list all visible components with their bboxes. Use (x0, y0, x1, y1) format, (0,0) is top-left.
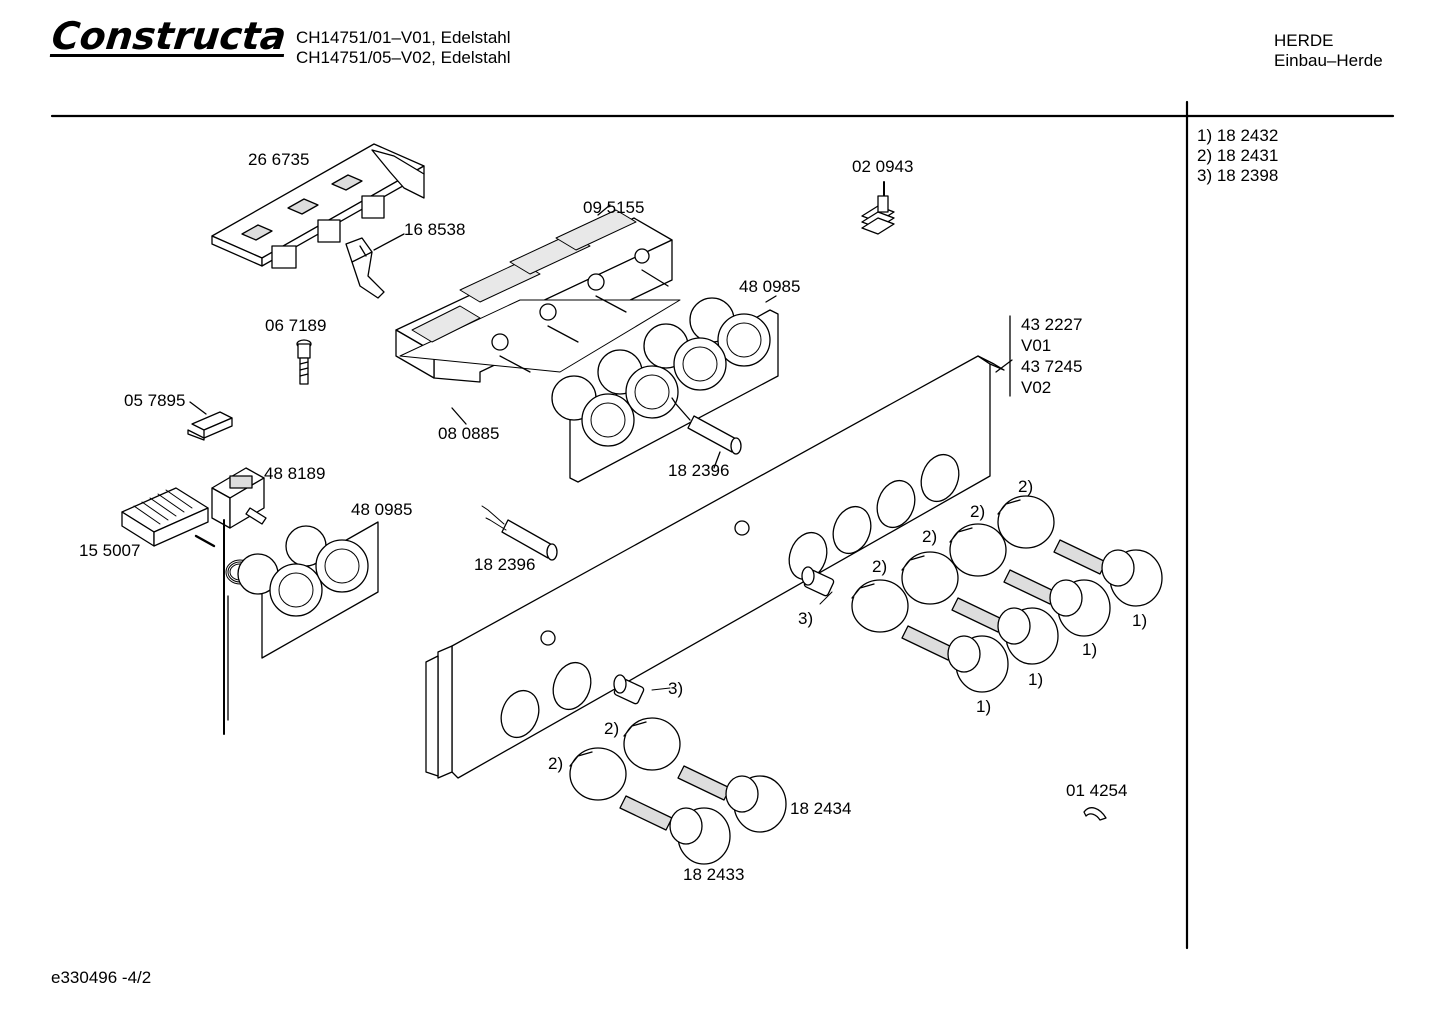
label-15-5007: 15 5007 (79, 541, 141, 560)
knob-with-shaft (678, 766, 786, 832)
knob-cap (950, 524, 1006, 576)
label-v02: V02 (1021, 378, 1052, 397)
label-v01: V01 (1021, 336, 1052, 355)
knob-caps (570, 496, 1054, 800)
knob-with-shaft (1054, 540, 1162, 606)
label-18-2396-loose: 18 2396 (474, 555, 536, 574)
clip-part (346, 234, 404, 298)
selector-switch-part (122, 488, 214, 546)
callout-2: 2) (604, 719, 620, 738)
knob-with-shaft (1004, 570, 1110, 636)
screw-part (297, 340, 311, 384)
label-26-6735: 26 6735 (248, 150, 310, 169)
knob-cap (852, 580, 908, 632)
spring-clip-part (1084, 808, 1106, 820)
legend-item-1: 1) 18 2432 (1197, 126, 1279, 145)
callout-2: 2) (548, 754, 564, 773)
label-05-7895: 05 7895 (124, 391, 186, 410)
knob-with-shaft (902, 626, 1008, 692)
bushing (613, 675, 644, 705)
switch-block-part (396, 205, 680, 424)
label-16-8538: 16 8538 (404, 220, 466, 239)
label-02-0943: 02 0943 (852, 157, 914, 176)
callout-2: 2) (1018, 477, 1034, 496)
mounting-plate-top-part (552, 296, 778, 482)
sensor-tube-top (672, 398, 741, 468)
callout-3: 3) (798, 609, 814, 628)
knob-cap (998, 496, 1054, 548)
label-06-7189: 06 7189 (265, 316, 327, 335)
knob-with-shaft (952, 598, 1058, 664)
label-43-7245: 43 7245 (1021, 357, 1083, 376)
label-18-2396-top: 18 2396 (668, 461, 730, 480)
callout-2: 2) (970, 502, 986, 521)
label-09-5155: 09 5155 (583, 198, 645, 217)
model-line-2: CH14751/05–V02, Edelstahl (296, 48, 511, 67)
legend-item-3: 3) 18 2398 (1197, 166, 1279, 185)
knob-cap (624, 718, 680, 770)
bushings (613, 567, 834, 705)
callout-1: 1) (976, 697, 992, 716)
label-18-2433: 18 2433 (683, 865, 745, 884)
thermostat-part (212, 468, 266, 734)
category-title: HERDE (1274, 31, 1334, 50)
sensor-tube-loose (482, 506, 557, 560)
knob-cap (570, 748, 626, 800)
legend-item-2: 2) 18 2431 (1197, 146, 1279, 165)
knob-cap (902, 552, 958, 604)
label-43-2227: 43 2227 (1021, 315, 1083, 334)
leader-lines (652, 592, 832, 690)
model-line-1: CH14751/01–V01, Edelstahl (296, 28, 511, 47)
label-18-2434: 18 2434 (790, 799, 852, 818)
frame-lines (52, 102, 1393, 948)
label-48-8189: 48 8189 (264, 464, 326, 483)
callout-1: 1) (1028, 670, 1044, 689)
knobs (620, 540, 1162, 864)
terminal-part (862, 182, 894, 234)
callout-2: 2) (872, 557, 888, 576)
subcategory-title: Einbau–Herde (1274, 51, 1383, 70)
knob-with-shaft (620, 796, 730, 864)
control-panel-part (426, 316, 1012, 778)
callout-2: 2) (922, 527, 938, 546)
label-01-4254: 01 4254 (1066, 781, 1128, 800)
label-48-0985-left: 48 0985 (351, 500, 413, 519)
callout-1: 1) (1082, 640, 1098, 659)
mounting-plate-left-part (238, 522, 378, 658)
callout-3: 3) (668, 679, 684, 698)
bushing (802, 567, 835, 597)
callout-1: 1) (1132, 611, 1148, 630)
bracket-rail-part (212, 144, 424, 268)
label-08-0885: 08 0885 (438, 424, 500, 443)
label-48-0985-top: 48 0985 (739, 277, 801, 296)
small-bracket-part (188, 402, 232, 440)
document-id: e330496 -4/2 (51, 968, 152, 987)
